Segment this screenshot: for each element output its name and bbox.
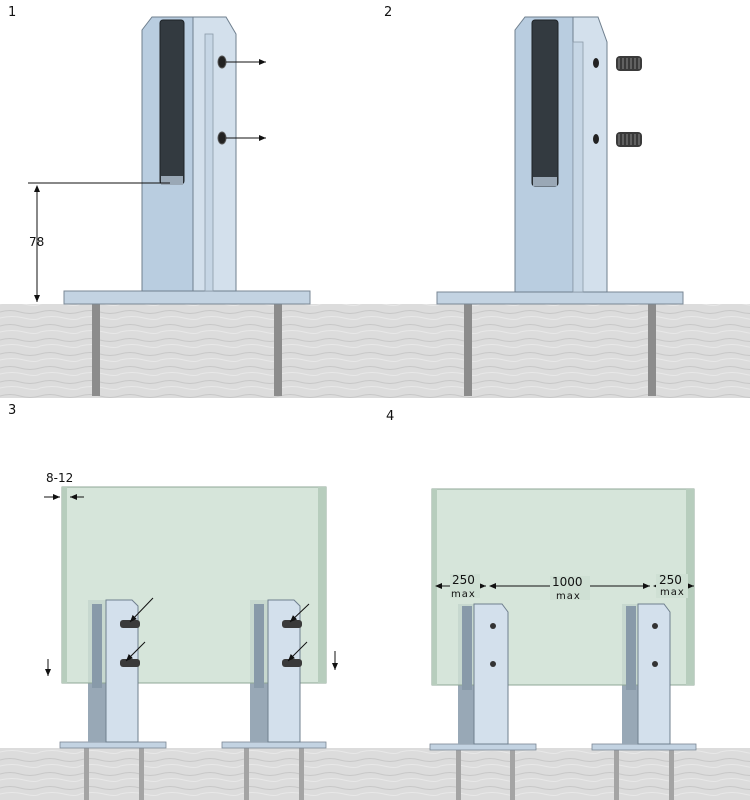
set-screw-pair xyxy=(120,620,302,667)
post-channel xyxy=(254,604,264,688)
insert-arrow xyxy=(287,641,308,662)
post-spacing-value: 1000 xyxy=(552,575,583,589)
bolt-head xyxy=(652,623,658,629)
anchor-bolt xyxy=(92,304,100,396)
channel-base xyxy=(161,176,183,185)
glass-channel xyxy=(531,19,559,187)
anchor-bolt xyxy=(648,304,656,396)
bolt-hole xyxy=(217,55,227,69)
channel-base xyxy=(533,177,557,186)
height-dimension-label: 78 xyxy=(29,235,44,249)
post-front xyxy=(105,599,139,743)
panel-1: 78 xyxy=(0,16,750,398)
base-plate xyxy=(429,743,537,751)
anchor-bolt xyxy=(669,748,674,800)
edge-distance-left-unit: max xyxy=(451,589,476,600)
panel-3: 8-12 xyxy=(0,471,750,800)
gap-dimension-label: 8-12 xyxy=(46,471,73,485)
step-label-4: 4 xyxy=(386,409,394,424)
bolt-hole xyxy=(593,58,599,68)
post-edge xyxy=(204,33,214,292)
post-spacing-unit: max xyxy=(556,591,581,602)
bolt-head xyxy=(490,623,496,629)
anchor-bolt xyxy=(456,748,461,800)
step-label-3: 3 xyxy=(8,403,16,418)
anchor-bolt xyxy=(139,748,144,800)
anchor-bolt xyxy=(274,304,282,396)
bolt-head xyxy=(652,661,658,667)
set-screw xyxy=(616,56,642,71)
anchor-bolt xyxy=(510,748,515,800)
post-channel xyxy=(626,606,636,690)
base-plate xyxy=(436,291,684,305)
glass-edge xyxy=(318,487,326,683)
glass-edge xyxy=(432,489,437,685)
base-plate xyxy=(63,290,311,305)
glass-channel xyxy=(159,19,185,185)
base-plate xyxy=(221,741,327,749)
bolt-head xyxy=(490,661,496,667)
glass-edge xyxy=(62,487,67,683)
post-channel xyxy=(92,604,102,688)
set-screw xyxy=(616,132,642,147)
concrete-floor xyxy=(0,304,750,398)
post-edge xyxy=(572,41,584,293)
insert-arrow xyxy=(289,603,310,623)
anchor-bolt xyxy=(299,748,304,800)
bolt-hole xyxy=(593,134,599,144)
anchor-bolt xyxy=(84,748,89,800)
panel-2 xyxy=(436,16,684,396)
edge-distance-right-value: 250 xyxy=(659,573,682,587)
concrete-floor xyxy=(0,748,750,800)
post-channel xyxy=(462,606,472,690)
base-plate xyxy=(591,743,697,751)
edge-distance-left-value: 250 xyxy=(452,573,475,587)
panel-4: 250 max 1000 max 250 max xyxy=(429,488,697,800)
step-label-2: 2 xyxy=(384,5,392,20)
step-label-1: 1 xyxy=(8,5,16,20)
base-plate xyxy=(59,741,167,749)
post-front xyxy=(267,599,301,743)
post-front xyxy=(637,603,671,745)
bolt-hole xyxy=(217,131,227,145)
anchor-bolt xyxy=(464,304,472,396)
anchor-bolt xyxy=(614,748,619,800)
edge-distance-right-unit: max xyxy=(660,587,685,598)
post-front xyxy=(473,603,509,745)
post-clamp-face xyxy=(192,16,237,292)
insert-arrow xyxy=(125,641,146,662)
insert-arrow xyxy=(129,597,154,623)
anchor-bolt xyxy=(244,748,249,800)
